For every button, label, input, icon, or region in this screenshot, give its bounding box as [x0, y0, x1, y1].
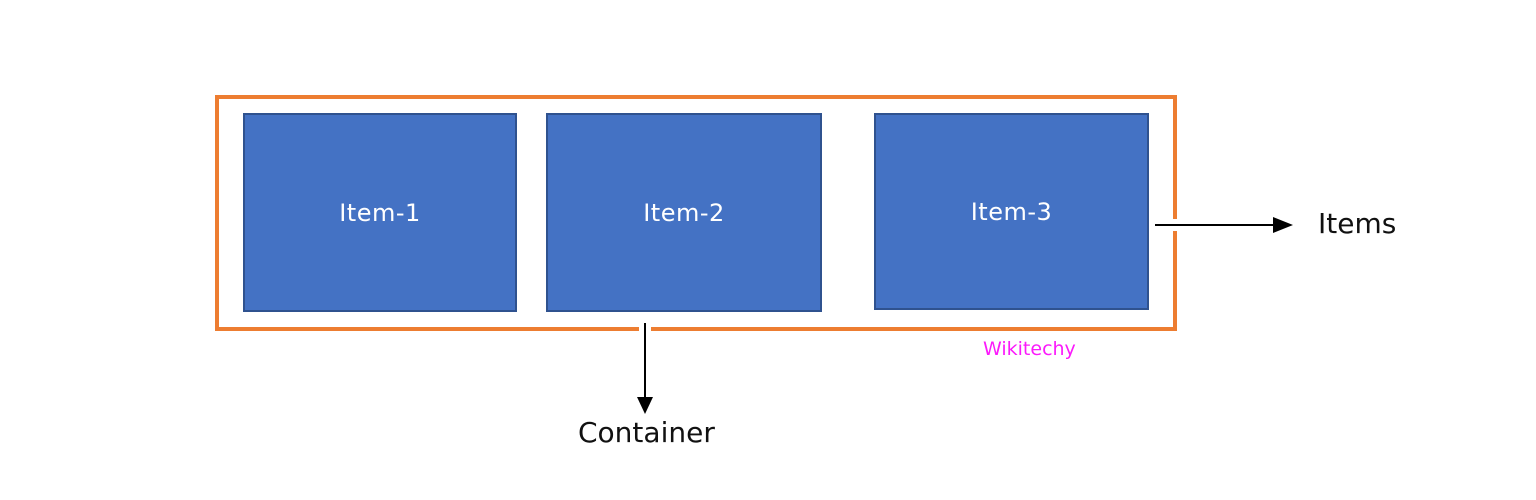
- flex-item-2: Item-2: [546, 113, 822, 312]
- flex-item-3: Item-3: [874, 113, 1149, 310]
- container-arrow-head-icon: [637, 397, 653, 414]
- flex-item-1-label: Item-1: [339, 198, 421, 227]
- container-arrow-line: [639, 323, 651, 398]
- flex-item-3-label: Item-3: [970, 197, 1053, 226]
- items-arrow-head-icon: [1273, 217, 1293, 233]
- flex-item-1: Item-1: [243, 113, 517, 312]
- watermark-text: Wikitechy: [983, 338, 1076, 360]
- container-annotation-label: Container: [578, 416, 715, 449]
- items-arrow-line: [1155, 219, 1275, 231]
- flex-item-2-label: Item-2: [643, 198, 725, 227]
- items-annotation-label: Items: [1318, 207, 1397, 240]
